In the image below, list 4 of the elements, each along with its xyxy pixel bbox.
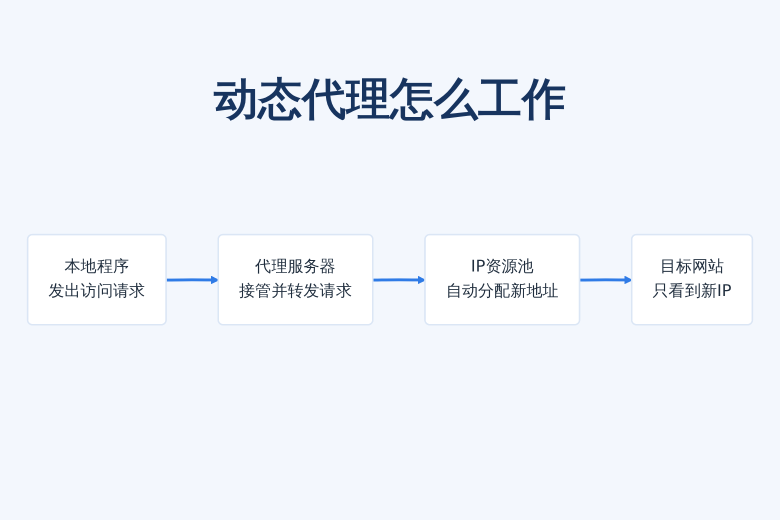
- arrow: [166, 276, 220, 284]
- arrow: [580, 276, 633, 284]
- arrow: [373, 276, 426, 284]
- diagram-title: 动态代理怎么工作: [214, 73, 566, 127]
